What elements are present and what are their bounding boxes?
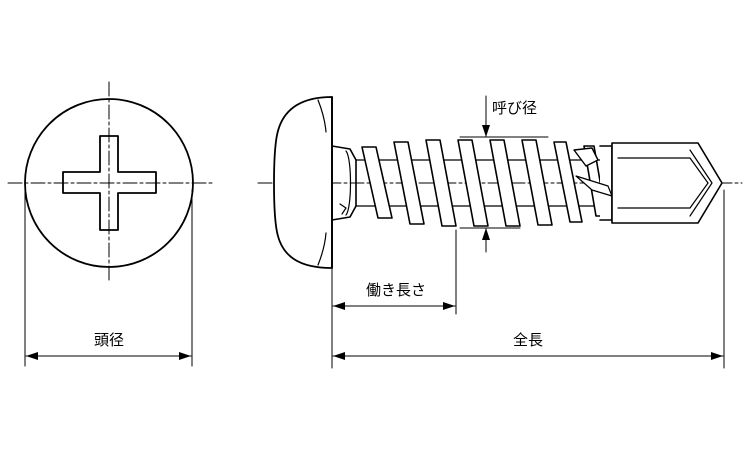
underhead-small-detail — [339, 203, 347, 215]
head-outline-circle — [24, 98, 194, 268]
thread-length-arrow-right — [443, 302, 455, 310]
head-diameter-label: 頭径 — [94, 331, 124, 349]
drill-tip-groove-lower — [575, 175, 613, 197]
thread-length-arrow-left — [333, 302, 345, 310]
nominal-arrow-bottom — [482, 228, 490, 240]
screw-side-view — [257, 96, 743, 269]
total-length-arrow-right — [711, 352, 723, 360]
drill-flute-line-bottom — [617, 182, 709, 209]
thread-length-label: 働き長さ — [366, 281, 426, 299]
head-top-view — [7, 81, 213, 283]
head-diameter-arrow-left — [26, 352, 38, 360]
total-length-label: 全長 — [513, 331, 543, 349]
thread-crests — [361, 139, 607, 227]
drill-point-flute — [611, 142, 723, 224]
drill-point-body — [599, 145, 613, 221]
head-diameter-arrow-right — [179, 352, 191, 360]
nominal-diameter-dimension — [459, 95, 549, 253]
pan-head-inner-line — [317, 99, 327, 133]
underhead-neck — [331, 145, 357, 221]
phillips-recess — [62, 135, 157, 231]
nominal-diameter-label: 呼び径 — [492, 99, 537, 117]
nominal-arrow-top — [482, 125, 490, 137]
thread-length-dimension — [331, 229, 457, 369]
drill-flute-line-top — [617, 157, 709, 184]
pan-head-outline — [273, 96, 333, 269]
head-diameter-dimension — [24, 189, 193, 367]
total-length-dimension — [332, 189, 725, 369]
total-length-arrow-left — [333, 352, 345, 360]
drill-tip-groove — [573, 147, 599, 167]
drill-flute-diagonal — [689, 149, 713, 217]
underhead-fillet — [345, 150, 352, 216]
pan-head-inner-line-lower — [317, 232, 327, 266]
